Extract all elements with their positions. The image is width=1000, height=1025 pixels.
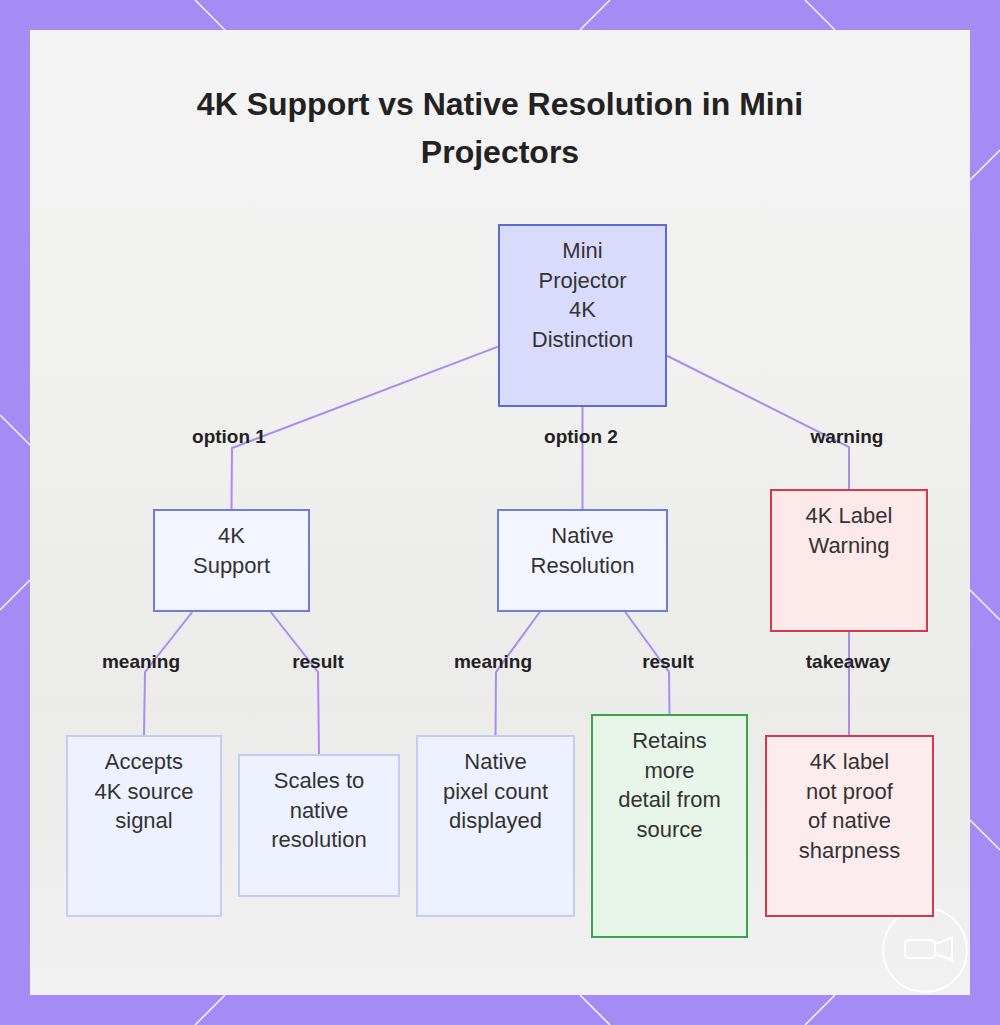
process-box: Native Resolution (497, 509, 668, 612)
box-text: Native Resolution (523, 521, 642, 580)
box-text: 4K Label Warning (796, 501, 902, 560)
process-box: 4K Support (153, 509, 310, 612)
diagram-title: 4K Support vs Native Resolution in Mini … (170, 80, 830, 176)
process-box: 4K label not proof of native sharpness (765, 735, 934, 917)
process-box: Retains more detail from source (591, 714, 748, 938)
process-box: Accepts 4K source signal (66, 735, 222, 917)
box-text: Mini Projector 4K Distinction (524, 236, 641, 354)
edge-label: result (292, 651, 344, 673)
process-box: Scales to native resolution (238, 754, 400, 897)
edge-label: meaning (102, 651, 180, 673)
edge-label: option 1 (192, 426, 266, 448)
edge-label: warning (811, 426, 884, 448)
process-box: 4K Label Warning (770, 489, 928, 632)
box-text: Native pixel count displayed (442, 747, 549, 836)
edge-label: option 2 (544, 426, 618, 448)
edge-label: takeaway (806, 651, 891, 673)
connector-line (582, 407, 584, 509)
box-text: Accepts 4K source signal (92, 747, 196, 836)
box-text: Retains more detail from source (617, 726, 722, 844)
process-box: Mini Projector 4K Distinction (498, 224, 667, 407)
connector-line (271, 612, 319, 754)
connector-line (667, 356, 849, 489)
connector-line (848, 632, 850, 735)
connector-line (232, 347, 499, 509)
edge-label: result (642, 651, 694, 673)
connector-line (144, 612, 192, 735)
box-text: 4K Support (179, 521, 284, 580)
box-text: 4K label not proof of native sharpness (795, 747, 904, 865)
edge-label: meaning (454, 651, 532, 673)
connector-line (496, 612, 540, 735)
box-text: Scales to native resolution (264, 766, 374, 855)
process-box: Native pixel count displayed (416, 735, 575, 917)
